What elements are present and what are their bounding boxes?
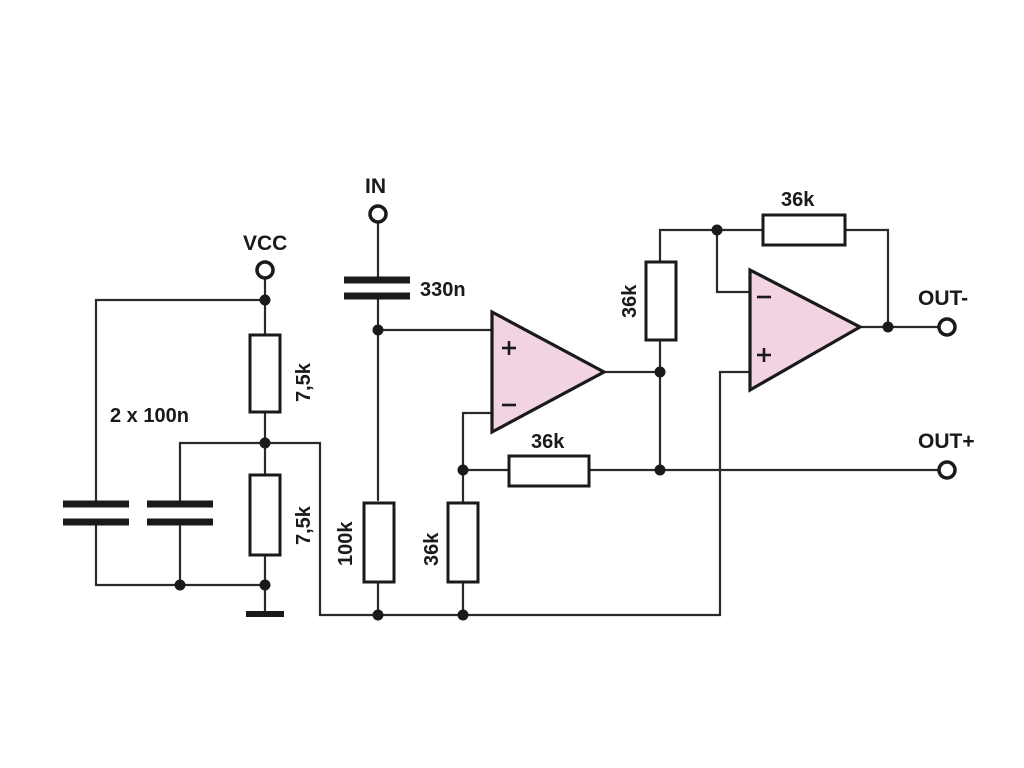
label-r-fb1: 36k (531, 431, 565, 453)
label-out-minus: OUT- (918, 287, 968, 310)
resistor-bias-top (248, 333, 282, 414)
junction-op1-out (654, 366, 666, 378)
junction-bottom-right (259, 579, 271, 591)
resistor-op1-ground (446, 501, 480, 584)
capacitor-input (344, 276, 410, 300)
capacitors (63, 276, 410, 526)
wire-op2-minus (715, 228, 890, 329)
label-r-gnd1: 36k (421, 532, 443, 566)
junction-op2-fb (711, 224, 723, 236)
junction-op2-out (882, 321, 894, 333)
label-r-bias-top: 7,5k (293, 362, 315, 402)
wire-cap2-mid (178, 441, 267, 502)
junctions (174, 224, 894, 621)
resistors (248, 213, 847, 584)
junction-input-ground (372, 609, 384, 621)
label-out-plus: OUT+ (918, 430, 975, 453)
junction-bottom-left (174, 579, 186, 591)
junction-outplus (654, 464, 666, 476)
junction-op1-minus (457, 464, 469, 476)
junction-input (372, 324, 384, 336)
wires (94, 220, 957, 617)
junction-vcc (259, 294, 271, 306)
label-r-in: 100k (335, 521, 357, 566)
junction-op1-ground (457, 609, 469, 621)
label-r-fb2: 36k (781, 189, 815, 211)
label-r-in2: 36k (619, 284, 641, 318)
wire-vcc-top (94, 268, 267, 502)
capacitor-decoupling-1 (63, 500, 129, 526)
label-vcc: VCC (243, 232, 287, 255)
resistor-op2-input (644, 260, 678, 342)
terminals (255, 204, 957, 480)
label-input: IN (365, 175, 386, 198)
resistor-op2-feedback (761, 213, 847, 247)
label-c-in: 330n (420, 279, 466, 301)
opamp-1 (490, 309, 608, 435)
wire-bottom-rail (94, 524, 267, 587)
resistor-input (362, 501, 396, 584)
labels: VCC IN OUT- OUT+ 2 x 100n 330n 36k 36k 7… (110, 175, 975, 566)
junction-bias-mid (259, 437, 271, 449)
label-decoupling: 2 x 100n (110, 405, 189, 427)
wire-vref-bus (263, 370, 754, 617)
terminal-out-minus (937, 317, 957, 337)
terminal-out-plus (937, 460, 957, 480)
wire-op1-out (587, 228, 957, 472)
opamp-2 (748, 267, 864, 393)
terminal-input (368, 204, 388, 224)
terminal-vcc (255, 260, 275, 280)
label-r-bias-bottom: 7,5k (293, 505, 315, 545)
capacitor-decoupling-2 (147, 500, 213, 526)
resistor-bias-bottom (248, 473, 282, 557)
resistor-op1-feedback (507, 454, 591, 488)
